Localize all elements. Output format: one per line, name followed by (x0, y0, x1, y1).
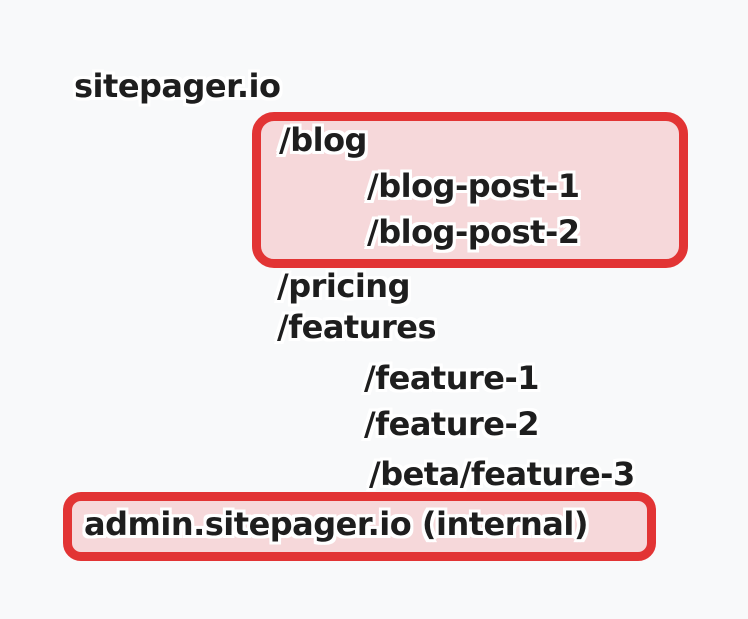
path-feature-2-label: /feature-2 (364, 405, 540, 443)
path-features-label: /features (277, 308, 437, 346)
path-pricing-label: /pricing (277, 267, 410, 305)
path-beta-feature-3-label: /beta/feature-3 (369, 455, 635, 493)
path-blog-label: /blog (279, 121, 367, 159)
admin-subdomain-highlight-box (63, 492, 656, 561)
admin-domain-label: admin.sitepager.io (internal) (84, 505, 588, 543)
path-blog-post-1-label: /blog-post-1 (367, 167, 580, 205)
blog-section-highlight-box (252, 112, 688, 268)
path-blog-post-2-label: /blog-post-2 (367, 213, 580, 251)
path-feature-1-label: /feature-1 (364, 359, 540, 397)
root-domain-label: sitepager.io (74, 67, 281, 105)
